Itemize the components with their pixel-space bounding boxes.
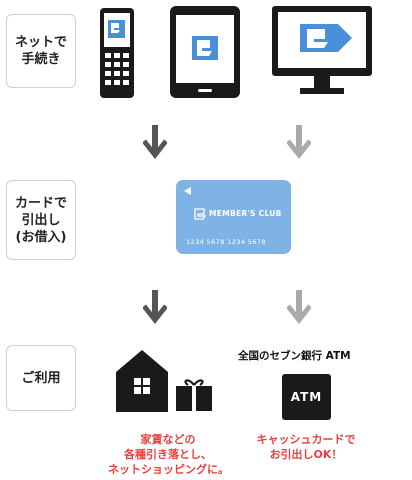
caption-line: 各種引き落とし、 xyxy=(124,448,212,461)
caption-line: お引出しOK！ xyxy=(269,448,343,461)
down-arrow-icon xyxy=(143,125,167,160)
feature-phone-icon xyxy=(100,8,134,98)
atm-caption: キャッシュカードで お引出しOK！ xyxy=(250,432,362,462)
caption-line: ネットショッピングに。 xyxy=(108,463,229,476)
down-arrow-icon xyxy=(143,290,167,325)
step-label-line: 手続き xyxy=(21,52,61,67)
card-brand: MEMBER'S CLUB xyxy=(209,209,282,218)
step-label-line: 引出し xyxy=(21,212,61,228)
step-label-line: ネットで xyxy=(14,35,67,50)
members-card: MEMBER'S CLUB 1234 5678 1234 5678 xyxy=(176,180,291,254)
step-label-line: (お借入) xyxy=(15,229,67,245)
step-label-use: ご利用 xyxy=(6,345,76,411)
atm-icon: ATM xyxy=(282,374,331,420)
card-number: 1234 5678 1234 5678 xyxy=(186,238,266,246)
atm-label: ATM xyxy=(290,390,323,404)
card-logo-icon xyxy=(194,208,206,220)
down-arrow-icon xyxy=(287,125,311,160)
caption-line: 家賃などの xyxy=(140,433,196,446)
step-label-online: ネットで 手続き xyxy=(6,14,76,88)
caption-line: キャッシュカードで xyxy=(256,433,356,446)
card-triangle-icon xyxy=(184,187,191,195)
desktop-monitor-icon xyxy=(272,6,372,94)
smartphone-icon xyxy=(170,6,240,98)
home-caption: 家賃などの 各種引き落とし、 ネットショッピングに。 xyxy=(108,432,229,477)
step-label-card: カードで 引出し (お借入) xyxy=(6,180,76,260)
down-arrow-icon xyxy=(287,290,311,325)
gift-box-icon xyxy=(176,379,212,411)
step-label-line: ご利用 xyxy=(21,370,61,386)
step-label-line: カードで xyxy=(14,195,67,211)
atm-title: 全国のセブン銀行 ATM xyxy=(238,350,351,362)
house-icon xyxy=(116,350,168,412)
